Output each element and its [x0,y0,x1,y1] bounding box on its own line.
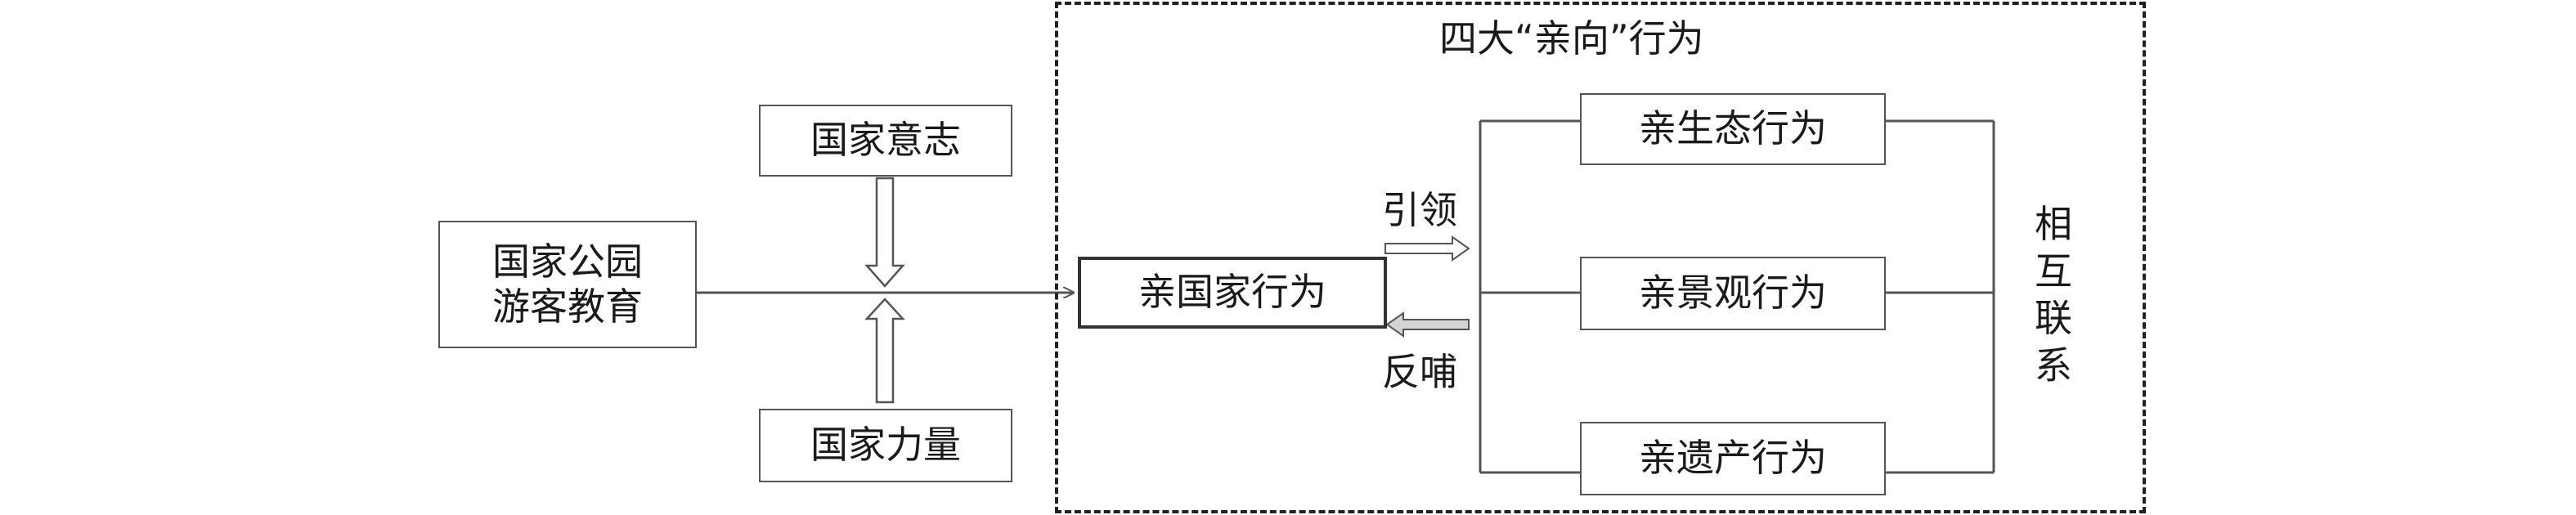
pro-landscape-behavior-box: 亲景观行为 [1580,257,1886,330]
four-behaviors-frame [1055,2,2146,513]
frame-title: 四大“亲向”行为 [1439,16,1704,60]
feedback-arrow [1385,311,1470,338]
pro-heritage-behavior-box: 亲遗产行为 [1580,422,1886,495]
pro-national-behavior-box: 亲国家行为 [1078,257,1387,329]
will-down-arrow [864,177,905,288]
national-will-box: 国家意志 [759,105,1012,177]
lead-arrow [1384,235,1470,262]
education-box: 国家公园 游客教育 [438,221,697,348]
education-box-line-1: 国家公园 [492,239,643,284]
feedback-label: 反哺 [1382,350,1457,394]
lead-label: 引领 [1382,188,1457,232]
interconnect-label: 相互联系 [2035,202,2072,387]
pro-ecology-behavior-box: 亲生态行为 [1580,93,1886,165]
national-power-box: 国家力量 [759,409,1012,482]
education-box-line-2: 游客教育 [492,284,643,329]
power-up-arrow [864,298,905,404]
